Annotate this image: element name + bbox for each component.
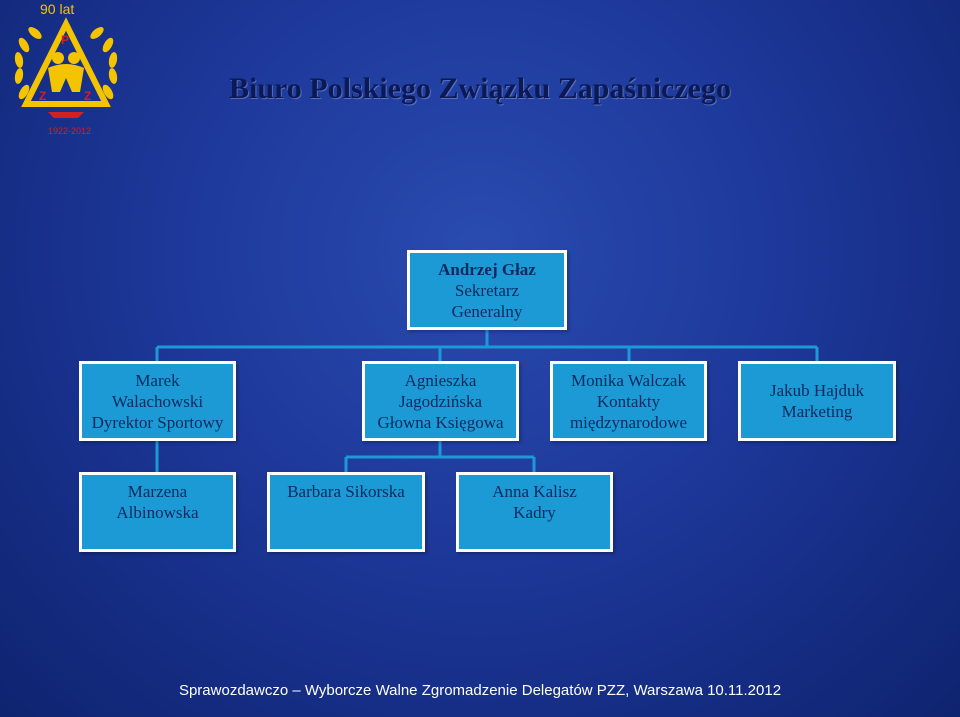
org-box-role-line: Dyrektor Sportowy: [91, 413, 224, 432]
org-box-role-line: Marketing: [781, 402, 853, 421]
org-box-name: Barbara Sikorska: [287, 482, 405, 501]
org-box-name: Andrzej Głaz: [438, 260, 536, 279]
logo-anniversary-text: 90 lat: [40, 1, 74, 17]
org-box-marketing: Jakub Hajduk Marketing: [738, 361, 896, 441]
org-box-name: Marek: [135, 371, 180, 390]
org-box-secretary-general: Andrzej Głaz Sekretarz Generalny: [407, 250, 567, 330]
org-box-barbara: Barbara Sikorska: [267, 472, 425, 552]
logo-letter-top: P: [61, 33, 69, 47]
org-box-role-line: Kadry: [513, 503, 556, 522]
logo-letter-right: Z: [84, 89, 91, 103]
org-box-name: Marzena: [127, 482, 188, 501]
org-box-name: Monika Walczak: [571, 371, 686, 390]
logo-letter-left: Z: [39, 89, 46, 103]
footer-text: Sprawozdawczo – Wyborcze Walne Zgromadze…: [178, 682, 782, 699]
org-box-international-contacts: Monika Walczak Kontakty międzynarodowe: [550, 361, 707, 441]
org-box-role-line: Kontakty: [596, 392, 661, 411]
page-title: Biuro Polskiego Związku Zapaśniczego: [228, 72, 731, 105]
org-box-name: Agnieszka: [404, 371, 477, 390]
org-box-marzena: Marzena Albinowska: [79, 472, 236, 552]
org-box-name: Anna Kalisz: [492, 482, 577, 501]
org-box-role-line: Generalny: [451, 302, 523, 321]
org-box-name: Walachowski: [111, 392, 204, 411]
org-box-role-line: międzynarodowe: [569, 413, 688, 432]
org-box-role-line: Głowna Księgowa: [377, 413, 504, 432]
org-box-name: Jakub Hajduk: [770, 381, 864, 400]
org-box-name: Albinowska: [116, 503, 199, 522]
org-box-sports-director: Marek Walachowski Dyrektor Sportowy: [79, 361, 236, 441]
logo-years-text: 1922-2012: [48, 126, 91, 136]
org-box-personnel: Anna Kalisz Kadry: [456, 472, 613, 552]
org-box-name: Jagodzińska: [398, 392, 483, 411]
pzz-logo: 90 lat P Z Z 1922-2012: [14, 1, 118, 136]
org-box-role-line: Sekretarz: [454, 281, 520, 300]
org-box-chief-accountant: Agnieszka Jagodzińska Głowna Księgowa: [362, 361, 519, 441]
